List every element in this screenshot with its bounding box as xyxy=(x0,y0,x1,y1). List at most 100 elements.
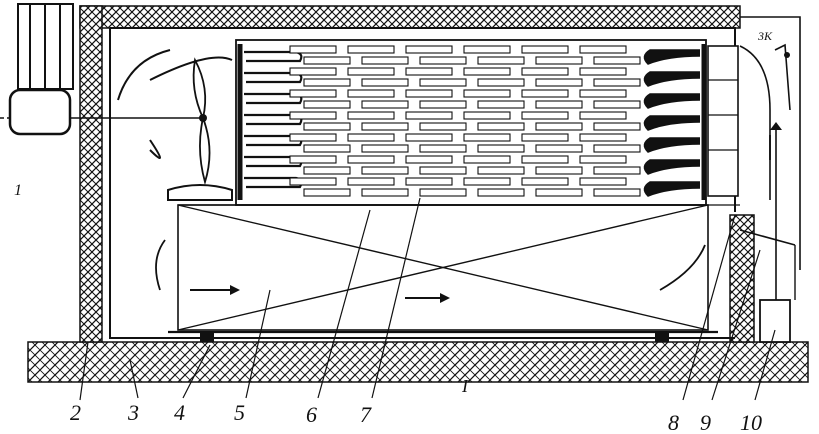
inset-label-3k: 3K xyxy=(757,29,773,43)
heater-cell xyxy=(361,166,409,175)
heater-cell xyxy=(419,56,467,65)
heater-cell xyxy=(419,188,467,197)
heater-cell xyxy=(463,67,511,76)
heater-cell xyxy=(463,45,511,54)
heater-cell xyxy=(361,188,409,197)
mark-1-left: 1 xyxy=(14,182,22,199)
floor-ground xyxy=(27,341,809,383)
heater-cell xyxy=(477,188,525,197)
heater-cell xyxy=(593,100,641,109)
heater-cell xyxy=(593,78,641,87)
callout-7: 7 xyxy=(360,402,372,427)
heater-block xyxy=(235,39,707,206)
heater-cell xyxy=(405,177,453,186)
heater-cell xyxy=(361,144,409,153)
fan xyxy=(70,49,233,201)
heater-cell xyxy=(347,111,395,120)
heater-cell xyxy=(579,177,627,186)
heater-cell xyxy=(303,188,351,197)
right-louver xyxy=(643,93,701,109)
heater-cell xyxy=(347,177,395,186)
right-louver xyxy=(643,115,701,131)
heater-cell xyxy=(405,111,453,120)
callout-2: 2 xyxy=(70,400,81,425)
heater-cell xyxy=(579,45,627,54)
heater-cell xyxy=(535,122,583,131)
heater-cell xyxy=(463,133,511,142)
heater-cell xyxy=(347,45,395,54)
heater-cell xyxy=(593,56,641,65)
heater-cell xyxy=(347,133,395,142)
heater-cell xyxy=(289,45,337,54)
heater-cell xyxy=(593,122,641,131)
heater-cell xyxy=(405,89,453,98)
heater-cell xyxy=(463,89,511,98)
heater-cell xyxy=(579,67,627,76)
heater-cell xyxy=(593,144,641,153)
heater-cell xyxy=(289,111,337,120)
callout-10: 10 xyxy=(740,410,762,434)
heater-cell xyxy=(535,166,583,175)
heater-cell xyxy=(347,89,395,98)
heater-cell xyxy=(521,89,569,98)
callout-labels: 2 3 4 5 6 7 8 9 10 1 I 3K xyxy=(14,29,773,434)
leader-lines xyxy=(79,197,776,401)
heater-cell xyxy=(463,155,511,164)
right-louver xyxy=(643,71,701,87)
heater-cell xyxy=(419,100,467,109)
heater-cell xyxy=(477,144,525,153)
heater-cell xyxy=(347,67,395,76)
heater-cell xyxy=(405,67,453,76)
heater-cell xyxy=(535,100,583,109)
heater-cell xyxy=(303,100,351,109)
heater-cell xyxy=(579,155,627,164)
heater-cell xyxy=(477,78,525,87)
heater-cell xyxy=(303,78,351,87)
heater-cell xyxy=(535,56,583,65)
mark-1-bottom: I xyxy=(461,376,469,396)
heater-cell xyxy=(419,122,467,131)
heater-cell xyxy=(521,45,569,54)
heater-cell xyxy=(361,100,409,109)
callout-4: 4 xyxy=(174,400,185,425)
heater-cell xyxy=(405,45,453,54)
callout-9: 9 xyxy=(700,410,711,434)
heater-cell xyxy=(593,166,641,175)
material-stack xyxy=(168,204,740,342)
heater-cell xyxy=(419,166,467,175)
callout-5: 5 xyxy=(234,400,245,425)
heater-cell xyxy=(303,122,351,131)
callout-8: 8 xyxy=(668,410,679,434)
heater-cell xyxy=(289,89,337,98)
heater-cell xyxy=(535,144,583,153)
heater-cell xyxy=(477,56,525,65)
damper-assembly xyxy=(739,122,796,343)
heater-cell xyxy=(303,166,351,175)
heater-cell xyxy=(361,78,409,87)
fan-motor xyxy=(0,3,74,136)
right-louver xyxy=(643,49,701,65)
right-louver xyxy=(643,181,701,197)
heater-cell xyxy=(405,133,453,142)
heater-cell xyxy=(405,155,453,164)
heater-cell xyxy=(289,155,337,164)
right-louver xyxy=(643,137,701,153)
heater-cell xyxy=(593,188,641,197)
heater-cell xyxy=(361,56,409,65)
heater-cell xyxy=(521,133,569,142)
heater-cell xyxy=(463,111,511,120)
heater-cell xyxy=(303,56,351,65)
heater-cell xyxy=(579,111,627,120)
heater-cell xyxy=(521,67,569,76)
callout-6: 6 xyxy=(306,402,317,427)
right-duct xyxy=(707,43,791,200)
heater-cell xyxy=(419,144,467,153)
heater-cell xyxy=(347,155,395,164)
heater-cell xyxy=(303,144,351,153)
heater-cell xyxy=(521,177,569,186)
heater-cell xyxy=(579,133,627,142)
heater-cell xyxy=(477,122,525,131)
heater-cell xyxy=(419,78,467,87)
heater-cell xyxy=(477,166,525,175)
heater-cell xyxy=(535,78,583,87)
